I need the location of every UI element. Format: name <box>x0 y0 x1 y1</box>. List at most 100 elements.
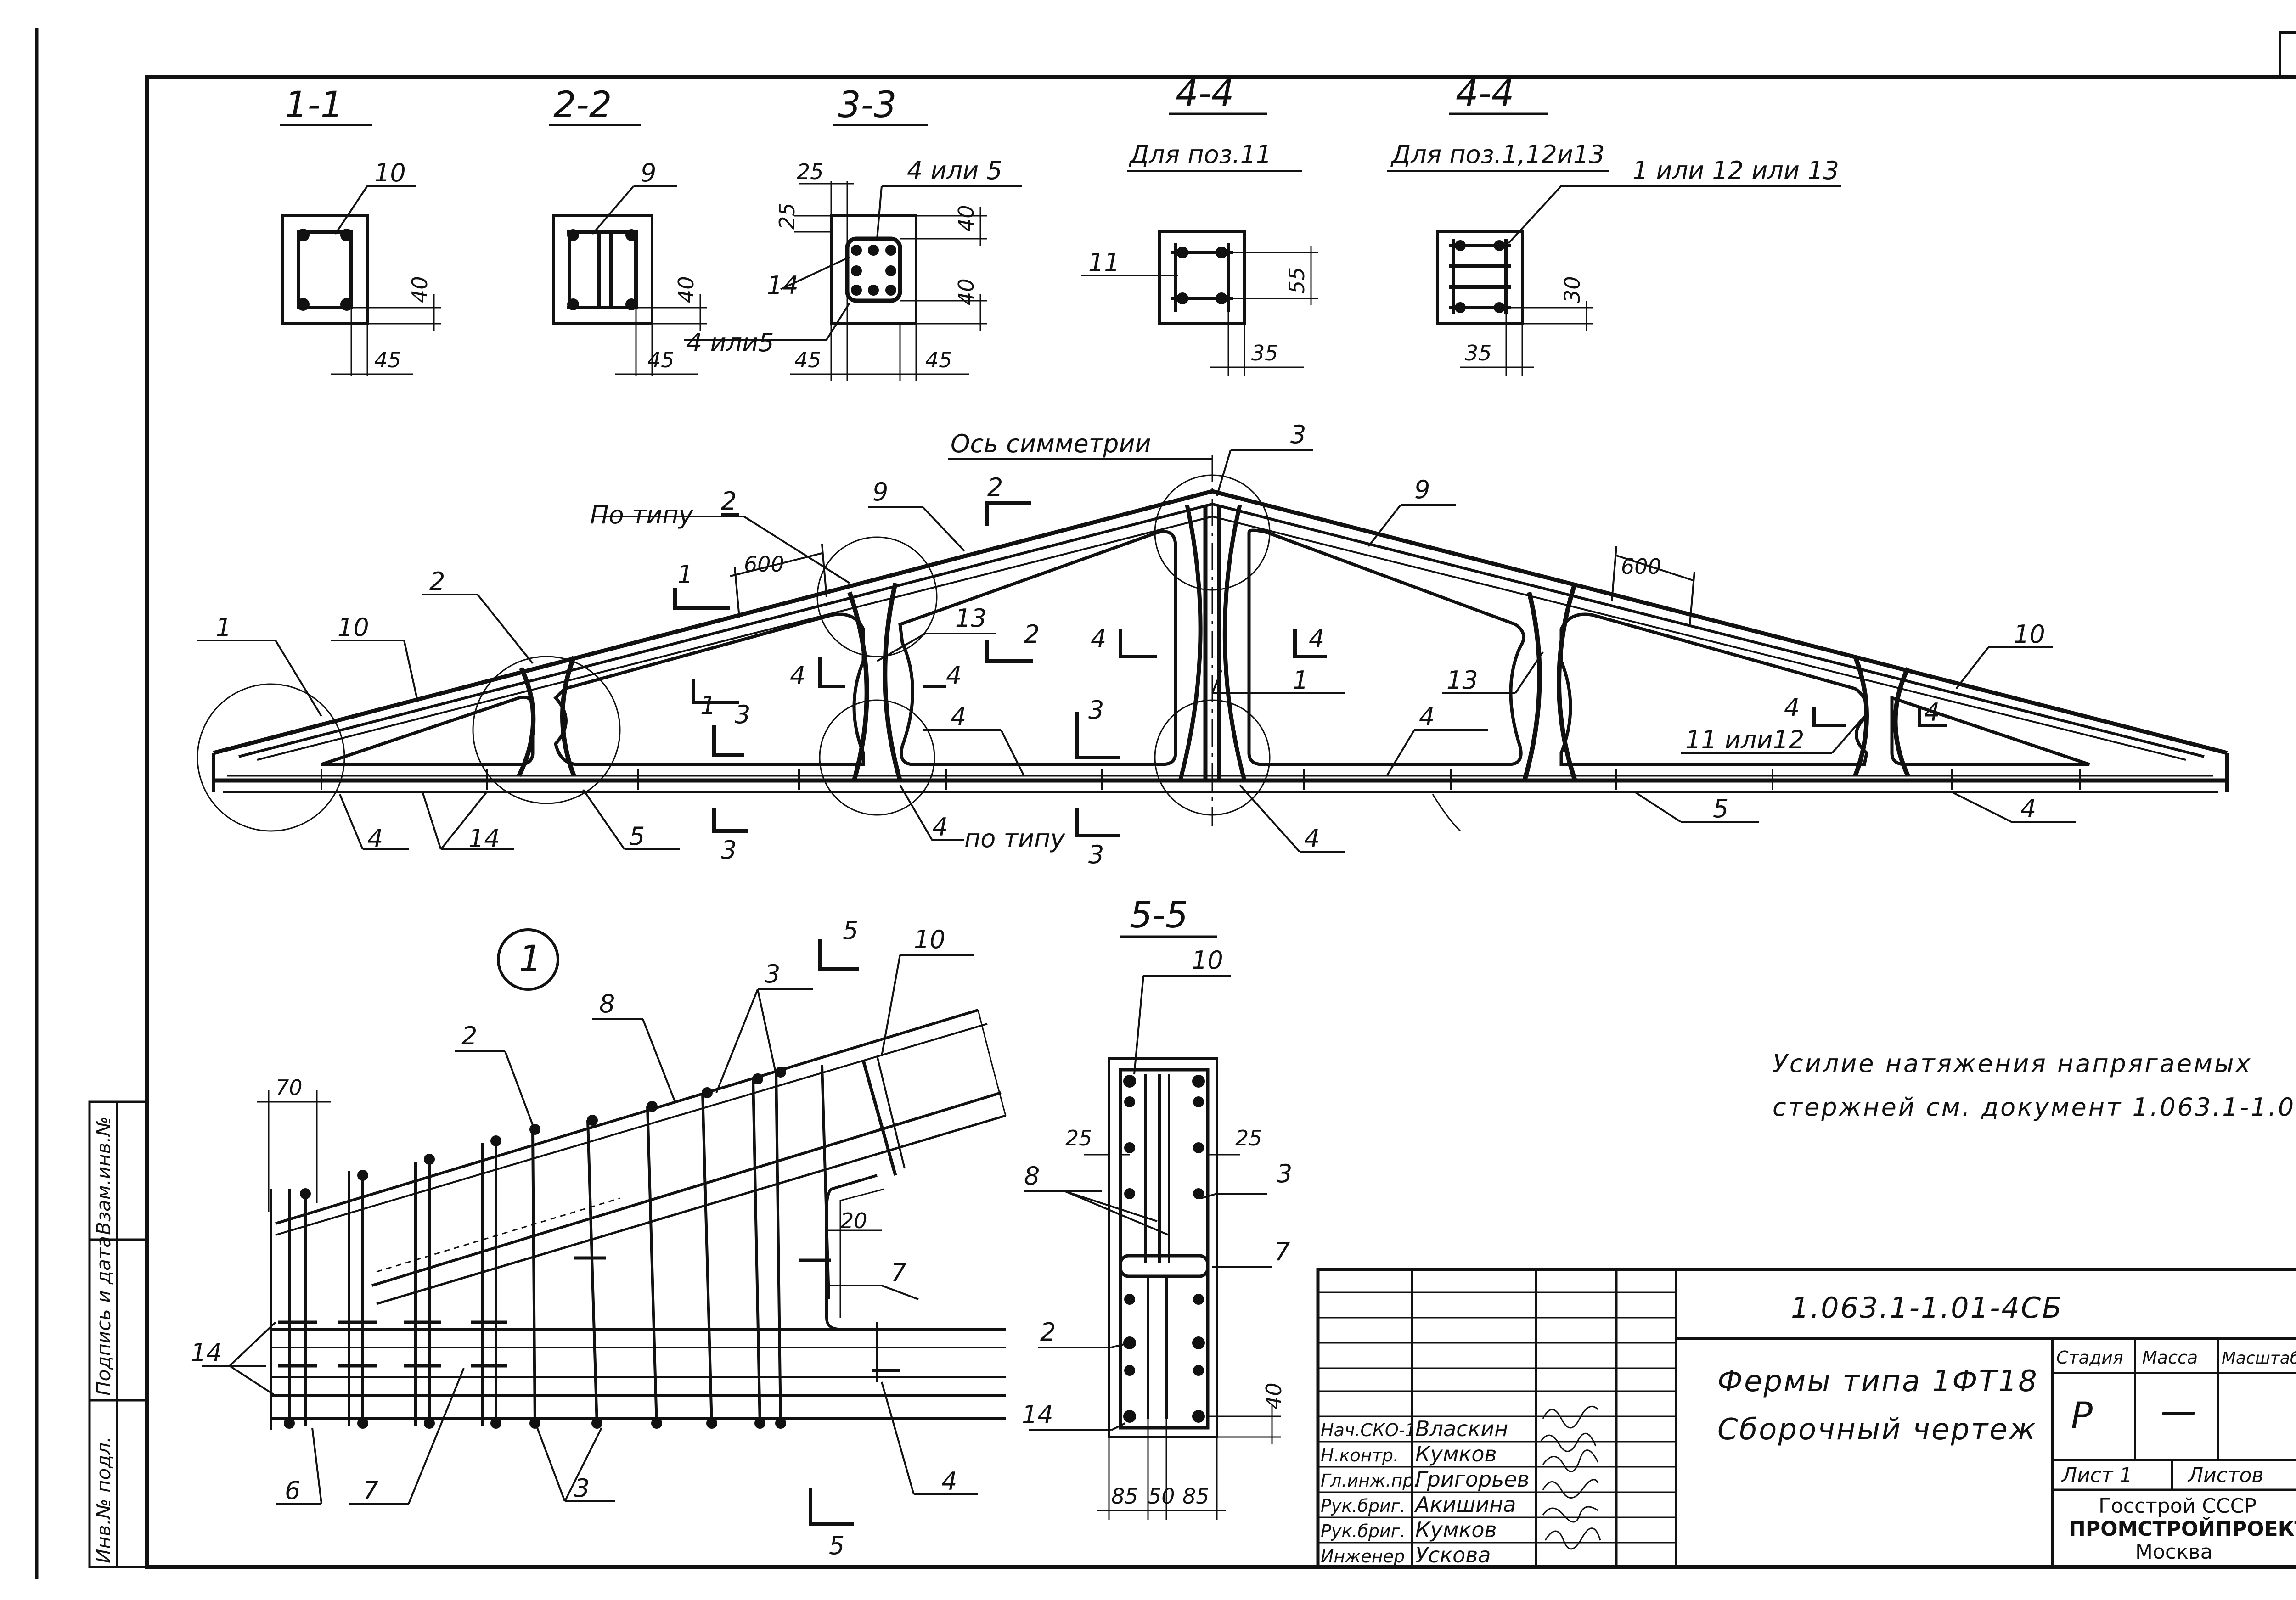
det-d70: 70 <box>276 1075 303 1100</box>
s55-d50: 50 <box>1148 1484 1175 1509</box>
sec-marker-1b: 1 <box>700 691 716 720</box>
tb-name-1: Власкин <box>1415 1416 1508 1441</box>
detail-1: 1 <box>202 928 1007 1505</box>
sec-marker-4e: 4 <box>1784 693 1800 722</box>
sec33-d45a: 45 <box>794 348 822 372</box>
opening-4 <box>1247 528 1525 766</box>
tb-org3: Москва <box>2135 1540 2213 1564</box>
det-sec5-top: 5 <box>843 916 858 945</box>
tb-stage-h: Стадия <box>2056 1347 2123 1368</box>
section-1-1: 1-1 10 40 45 <box>280 84 441 376</box>
sec44a-p11: 11 <box>1088 248 1120 277</box>
sec33-d25b: 25 <box>775 202 799 230</box>
s55-p14: 14 <box>1022 1400 1053 1429</box>
sec11-p10: 10 <box>374 158 406 187</box>
truss-p1-center: 1 <box>1293 666 1308 695</box>
section-5-5-labels: 10 25 25 8 3 7 2 14 40 85 50 85 <box>1022 946 1292 1509</box>
det-p10: 10 <box>914 925 945 954</box>
truss-p10-right: 10 <box>2014 620 2045 649</box>
sec44b-v1or12or13: 1 или 12 или 13 <box>1632 156 1839 185</box>
truss-label-text: Ось симметрии 3 По типу 2 9 9 2 1 10 2 1… <box>216 420 2045 869</box>
sec33-d25a: 25 <box>797 159 824 184</box>
section-5-5-title: 5-5 <box>1130 895 1188 936</box>
stamp-inv-podl: Инв.№ подл. <box>92 1437 115 1563</box>
opening-3 <box>898 530 1177 766</box>
truss-elevation <box>197 455 2229 832</box>
det-p7-right: 7 <box>891 1258 906 1287</box>
truss-p2-left: 2 <box>429 567 445 596</box>
s55-p7: 7 <box>1274 1237 1290 1266</box>
s55-d85-left: 85 <box>1111 1484 1138 1509</box>
tb-role-2: Н.контр. <box>1321 1445 1399 1465</box>
section-3-3: 3-3 25 25 4 или 5 14 40 40 4 или5 45 45 <box>684 84 1022 381</box>
sec22-d40: 40 <box>674 276 698 303</box>
section-1-1-title: 1-1 <box>285 84 343 126</box>
truss-p5-bl: 5 <box>629 822 645 851</box>
det-p3-bottom: 3 <box>574 1474 590 1503</box>
sec-marker-3d: 3 <box>1088 840 1104 869</box>
sheet-frame <box>35 28 2296 1579</box>
sec-marker-4b: 4 <box>946 661 962 690</box>
det-p6: 6 <box>285 1476 300 1505</box>
sec11-d40: 40 <box>407 276 432 303</box>
tb-scale-h: Масштаб <box>2222 1349 2296 1368</box>
sec33-v4or5b: 4 или5 <box>687 328 774 357</box>
detail-1-number: 1 <box>519 938 542 980</box>
po-tipu-label: По типу <box>590 500 694 529</box>
truss-p14-b: 14 <box>468 824 500 853</box>
truss-p9-right: 9 <box>1414 475 1430 504</box>
opening-5 <box>1559 612 1869 766</box>
det-p3: 3 <box>765 960 780 988</box>
truss-p13-right: 13 <box>1446 666 1478 695</box>
detail-1-labels: 70 2 8 3 10 5 20 7 14 6 7 3 4 5 <box>191 916 957 1560</box>
tb-name-2: Кумков <box>1415 1442 1497 1466</box>
title-block-text: 1.063.1-1.01-4СБ Фермы типа 1ФТ18 Сбороч… <box>1321 1291 2296 1567</box>
section-2-2: 2-2 9 40 45 <box>549 84 707 376</box>
note-line1: Усилие натяжения напрягаемых <box>1773 1049 2252 1078</box>
note-line2: стержней см. документ 1.063.1-1.01ПЗ <box>1773 1093 2296 1122</box>
sec33-v4or5: 4 или 5 <box>907 156 1002 185</box>
tb-sheet: Лист 1 <box>2061 1464 2132 1487</box>
sec-marker-2a: 2 <box>987 473 1003 502</box>
sec44b-d30: 30 <box>1560 276 1585 303</box>
sec11-d45: 45 <box>374 348 401 372</box>
sec44a-d35: 35 <box>1251 341 1278 365</box>
tb-mass: — <box>2161 1391 2196 1432</box>
tb-mass-h: Масса <box>2142 1347 2198 1368</box>
tb-role-4: Рук.бриг. <box>1321 1496 1406 1516</box>
truss-p3-top: 3 <box>1290 420 1306 449</box>
truss-p4-bm: 4 <box>932 813 948 842</box>
s55-d85-right: 85 <box>1182 1484 1210 1509</box>
tb-sheets: Листов <box>2187 1464 2263 1487</box>
tb-code: 1.063.1-1.01-4СБ <box>1791 1291 2063 1325</box>
tb-name-3: Григорьев <box>1415 1467 1530 1492</box>
truss-p4-bc: 4 <box>1304 824 1320 853</box>
side-stamp <box>88 1100 148 1568</box>
tb-org2: ПРОМСТРОЙПРОЕКТ <box>2069 1516 2296 1541</box>
truss-p5-br: 5 <box>1713 794 1728 823</box>
section-4-4b-sub: Для поз.1,12и13 <box>1390 140 1605 169</box>
s55-d40: 40 <box>1261 1382 1286 1409</box>
section-4-4-pos1-12-13: 4-4 Для поз.1,12и13 1 или 12 или 13 30 3… <box>1387 73 1841 376</box>
tb-name-4: Акишина <box>1414 1492 1516 1517</box>
tb-name-6: Ускова <box>1415 1543 1491 1567</box>
stamp-podpis: Подпись и дата <box>92 1236 115 1396</box>
s55-p3: 3 <box>1277 1159 1292 1188</box>
sec44a-d55: 55 <box>1284 267 1309 294</box>
section-4-4a-title: 4-4 <box>1176 73 1234 114</box>
stamp-vzam: Взам.инв.№ <box>92 1117 115 1235</box>
truss-p4-br: 4 <box>2020 794 2036 823</box>
truss-v11or12: 11 или12 <box>1685 725 1804 754</box>
detail-circle-1 <box>197 683 345 832</box>
section-markers <box>673 501 1947 1526</box>
sec33-d40b: 40 <box>954 278 979 305</box>
sec44b-d35: 35 <box>1465 341 1492 365</box>
section-4-4a-sub: Для поз.11 <box>1129 140 1272 169</box>
sec-marker-4a: 4 <box>790 661 805 690</box>
truss-d600-right: 600 <box>1621 554 1661 579</box>
sec-marker-4c: 4 <box>1091 624 1106 653</box>
truss-annotations <box>197 449 2076 853</box>
tb-stage: Р <box>2071 1395 2093 1437</box>
s55-d25-left: 25 <box>1065 1126 1092 1151</box>
det-d20: 20 <box>840 1208 867 1233</box>
